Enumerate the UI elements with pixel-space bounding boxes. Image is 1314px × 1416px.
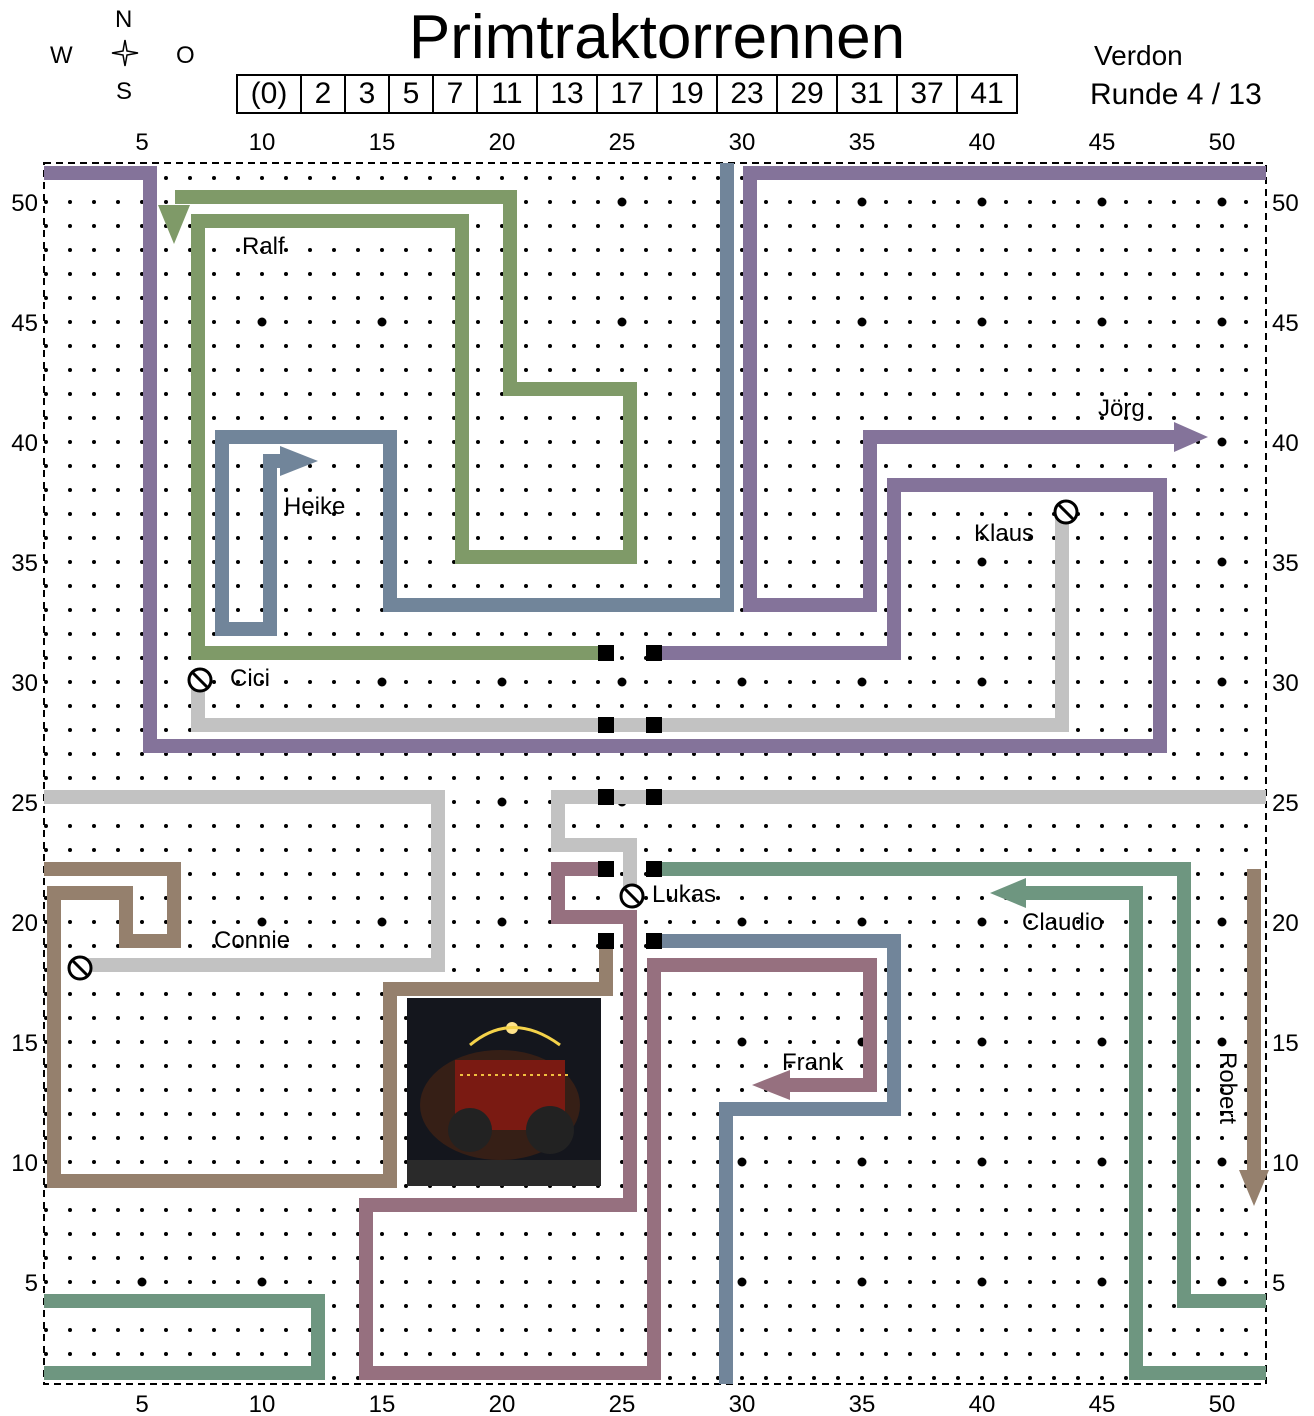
y-axis-tick-left: 5 xyxy=(25,1270,38,1297)
y-axis-tick-right: 40 xyxy=(1272,430,1299,457)
stop-icon xyxy=(189,669,211,691)
x-axis-tick-top: 30 xyxy=(729,129,756,156)
x-axis-tick-bottom: 45 xyxy=(1089,1391,1116,1416)
player-label-klaus: Klaus xyxy=(974,520,1034,547)
teal-track xyxy=(658,869,1266,1301)
green-track xyxy=(175,197,630,653)
y-axis-tick-right: 20 xyxy=(1272,910,1299,937)
x-axis-tick-bottom: 35 xyxy=(849,1391,876,1416)
x-axis-tick-top: 40 xyxy=(969,129,996,156)
y-axis-tick-right: 25 xyxy=(1272,790,1299,817)
tractor-photo xyxy=(407,998,601,1186)
y-axis-tick-left: 45 xyxy=(11,310,38,337)
y-axis-tick-left: 25 xyxy=(11,790,38,817)
brown-arrow-icon xyxy=(1239,1170,1269,1206)
y-axis-tick-right: 50 xyxy=(1272,190,1299,217)
gray-track-right xyxy=(558,797,1266,893)
x-axis-tick-bottom: 40 xyxy=(969,1391,996,1416)
x-axis-tick-bottom: 20 xyxy=(489,1391,516,1416)
player-label-cici: Cici xyxy=(230,665,270,692)
player-label-ralf: Ralf xyxy=(242,233,285,260)
teal-track-bottom xyxy=(44,1301,318,1373)
teal-arrow-icon xyxy=(990,878,1026,908)
x-axis-tick-bottom: 30 xyxy=(729,1391,756,1416)
x-axis-tick-top: 50 xyxy=(1209,129,1236,156)
y-axis-tick-right: 15 xyxy=(1272,1030,1299,1057)
player-label-robert: Robert xyxy=(1214,1052,1241,1124)
y-axis-tick-right: 45 xyxy=(1272,310,1299,337)
y-axis-tick-left: 15 xyxy=(11,1030,38,1057)
x-axis-tick-top: 20 xyxy=(489,129,516,156)
player-label-connie: Connie xyxy=(214,927,290,954)
y-axis-tick-left: 50 xyxy=(11,190,38,217)
x-axis-tick-top: 10 xyxy=(249,129,276,156)
purple-arrow-icon xyxy=(1174,422,1208,452)
x-axis-tick-top: 45 xyxy=(1089,129,1116,156)
x-axis-tick-bottom: 50 xyxy=(1209,1391,1236,1416)
stop-icon xyxy=(69,957,91,979)
y-axis-tick-left: 40 xyxy=(11,430,38,457)
y-axis-tick-right: 30 xyxy=(1272,670,1299,697)
player-label-jörg: Jörg xyxy=(1098,395,1145,422)
stop-icon xyxy=(1055,501,1077,523)
player-label-lukas: Lukas xyxy=(652,881,716,908)
stop-icon xyxy=(621,885,643,907)
y-axis-tick-right: 10 xyxy=(1272,1150,1299,1177)
x-axis-tick-bottom: 25 xyxy=(609,1391,636,1416)
player-label-heike: Heike xyxy=(284,493,345,520)
x-axis-tick-top: 35 xyxy=(849,129,876,156)
blue-arrow-icon xyxy=(280,446,318,476)
x-axis-tick-top: 5 xyxy=(135,129,148,156)
y-axis-tick-right: 35 xyxy=(1272,550,1299,577)
y-axis-tick-left: 30 xyxy=(11,670,38,697)
grid-dots xyxy=(44,176,1248,1380)
y-axis-tick-right: 5 xyxy=(1272,1270,1285,1297)
y-axis-tick-left: 10 xyxy=(11,1150,38,1177)
x-axis-tick-bottom: 5 xyxy=(135,1391,148,1416)
y-axis-tick-left: 20 xyxy=(11,910,38,937)
x-axis-tick-bottom: 10 xyxy=(249,1391,276,1416)
x-axis-tick-top: 25 xyxy=(609,129,636,156)
player-label-claudio: Claudio xyxy=(1022,909,1103,936)
x-axis-tick-top: 15 xyxy=(369,129,396,156)
player-label-frank: Frank xyxy=(782,1049,844,1076)
x-axis-tick-bottom: 15 xyxy=(369,1391,396,1416)
green-arrow-icon xyxy=(158,205,190,244)
y-axis-tick-left: 35 xyxy=(11,550,38,577)
